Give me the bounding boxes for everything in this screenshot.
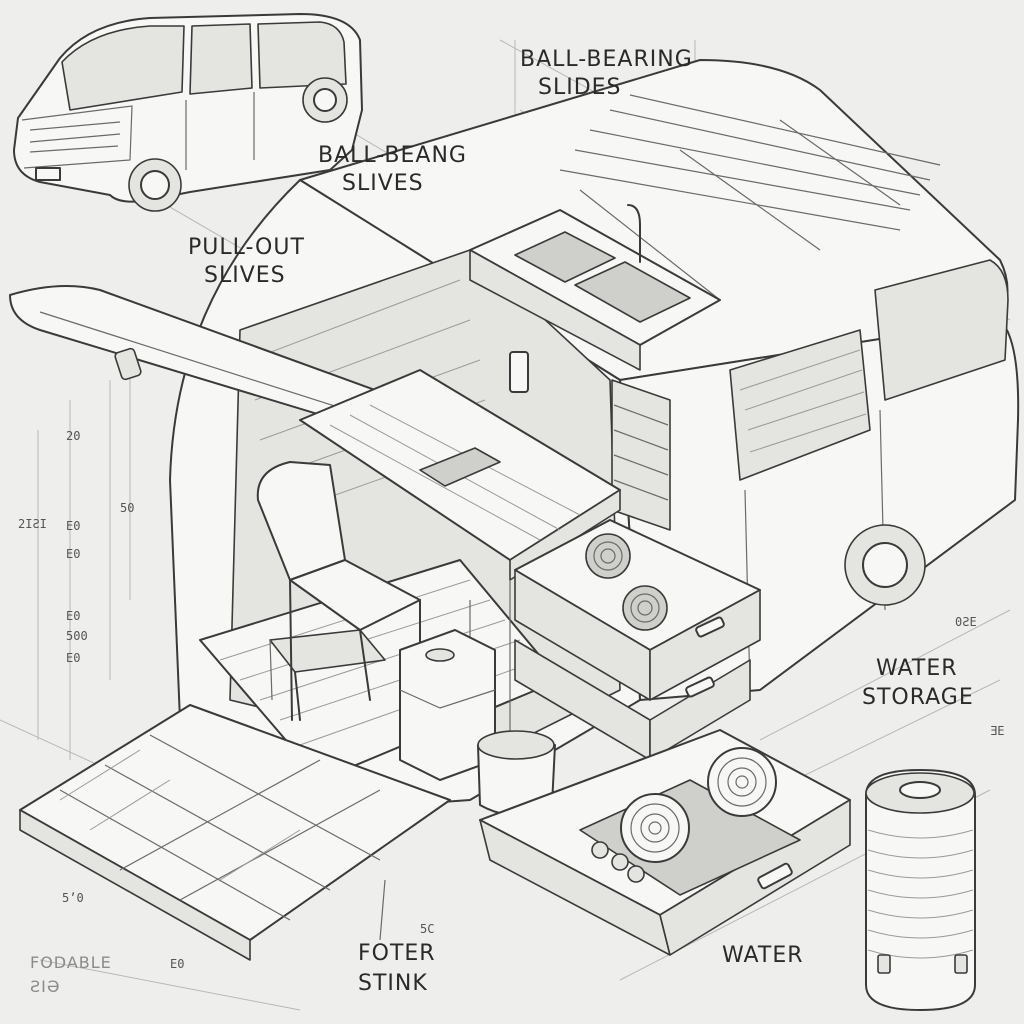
dimension-mark: 500 — [66, 629, 88, 643]
label-foter-stink: FOTER — [358, 941, 436, 966]
callout-labels: BALL-BEARING SLIDES BALL-BEANG SLIVES PU… — [30, 47, 974, 996]
label-pull-out-slives: PULL-OUT — [188, 235, 305, 260]
label-ball-bearing-slides: BALL-BEARING — [520, 47, 693, 72]
sink-module — [469, 204, 721, 531]
reference-car-drawing — [13, 13, 363, 212]
dimension-mark: 2IƧI — [18, 517, 47, 531]
upper-stove-drawer — [514, 519, 761, 701]
tailgate — [9, 285, 431, 446]
dimension-mark: E0 — [66, 651, 80, 665]
dimension-mark: E0 — [66, 547, 80, 561]
dimension-mark: E0 — [66, 519, 80, 533]
middle-drawer — [514, 639, 751, 761]
label-water-storage: WATER — [876, 656, 958, 681]
label-water-storage: STORAGE — [862, 685, 974, 710]
dimension-mark: ƎE — [990, 724, 1004, 738]
dimension-mark: E0 — [170, 957, 184, 971]
dimension-mark: 20 — [66, 429, 80, 443]
dimension-mark: 0ƧE — [955, 615, 977, 629]
label-foter-stink: STINK — [358, 971, 428, 996]
folding-chair — [256, 461, 421, 721]
dimension-mark: 50 — [120, 501, 134, 515]
extended-stove-drawer — [479, 729, 851, 956]
label-ball-beang-slives: BALL-BEANG — [318, 143, 467, 168]
label-fodable: FODABLE — [30, 953, 112, 972]
label-fodable-sub: ƧIƏ — [30, 977, 60, 996]
water-storage-canister — [865, 769, 976, 1011]
label-water: WATER — [722, 943, 804, 968]
dimension-mark: 5ʼ0 — [62, 891, 84, 905]
folding-floor-platform — [19, 704, 451, 961]
label-ball-bearing-slides: SLIDES — [538, 75, 622, 100]
label-pull-out-slives: SLIVES — [204, 263, 286, 288]
dimension-marks: 2IƧI 20 50 E0 E0 E0 500 E0 5ʼ0 0ƧE ƎE 5C… — [18, 429, 1004, 971]
bucket — [477, 730, 556, 816]
label-ball-beang-slives: SLIVES — [342, 171, 424, 196]
dimension-mark: 5C — [420, 922, 434, 936]
dimension-mark: E0 — [66, 609, 80, 623]
